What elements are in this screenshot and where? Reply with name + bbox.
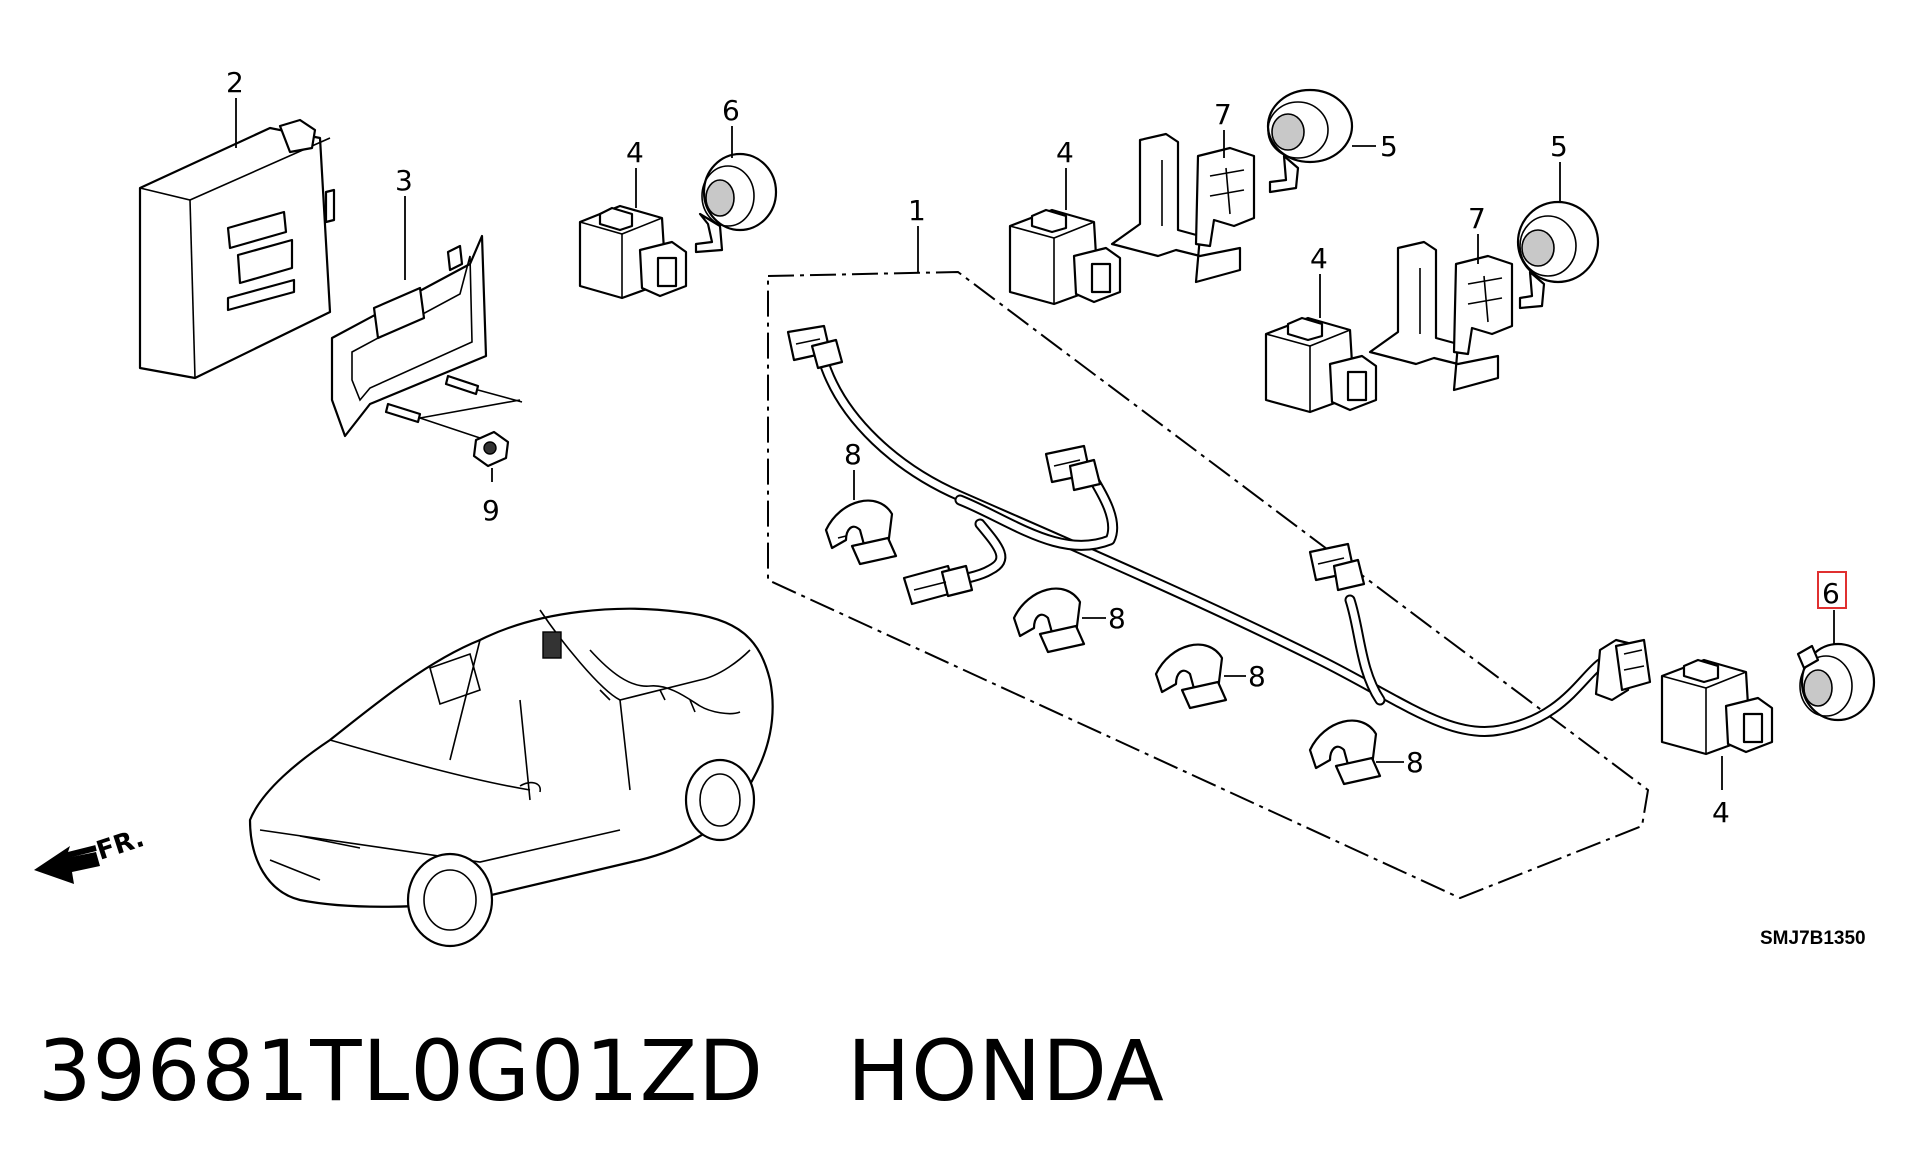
sensor-housing-middle-right[interactable] <box>1264 316 1378 414</box>
callout-3: 3 <box>395 164 413 197</box>
harness-clip-2[interactable] <box>1012 587 1086 654</box>
part-number: 39681TL0G01ZD <box>38 1022 764 1120</box>
sensor-retainer-upper[interactable] <box>1110 132 1256 284</box>
front-indicator-label: FR. <box>93 823 148 866</box>
sensor-housing-right[interactable] <box>1660 658 1774 756</box>
harness-clip-4[interactable] <box>1308 719 1382 786</box>
callout-2: 2 <box>226 66 244 99</box>
callout-1: 1 <box>908 194 926 227</box>
caption: 39681TL0G01ZD HONDA <box>38 1022 1165 1120</box>
callout-7-upper: 7 <box>1214 98 1232 131</box>
callout-4-upper-left: 4 <box>626 136 644 169</box>
callout-6-right: 6 <box>1822 577 1840 610</box>
callout-6-upper: 6 <box>722 94 740 127</box>
callout-7-middle: 7 <box>1468 202 1486 235</box>
control-unit[interactable] <box>138 118 336 380</box>
sensor-retainer-middle[interactable] <box>1368 240 1514 392</box>
parking-sensor-5-right[interactable] <box>1516 200 1600 310</box>
callout-8-b: 8 <box>1108 602 1126 635</box>
callout-8-c: 8 <box>1248 660 1266 693</box>
callout-8-d: 8 <box>1406 746 1424 779</box>
front-direction-arrow: FR. <box>34 823 148 884</box>
callout-4-middle-right: 4 <box>1310 242 1328 275</box>
sensor-housing-upper-middle[interactable] <box>1008 208 1122 306</box>
callout-9: 9 <box>482 494 500 527</box>
flange-nut[interactable] <box>472 430 510 468</box>
brand-name: HONDA <box>847 1022 1165 1120</box>
sensor-housing-upper-left[interactable] <box>578 204 688 300</box>
harness-clip-1[interactable] <box>824 499 898 566</box>
parking-sensor-5-upper[interactable] <box>1266 88 1354 194</box>
callout-6-highlight-box <box>1817 571 1847 609</box>
wire-harness[interactable] <box>767 270 1652 900</box>
callout-8-a: 8 <box>844 438 862 471</box>
diagram-code: SMJ7B1350 <box>1760 928 1866 949</box>
stud-bolts <box>384 374 523 441</box>
car-illustration <box>248 607 774 948</box>
mounting-bracket[interactable] <box>330 234 488 438</box>
harness-clip-3[interactable] <box>1154 643 1228 710</box>
callout-5-right: 5 <box>1550 130 1568 163</box>
parking-sensor-right[interactable] <box>1796 642 1876 722</box>
callout-4-upper-middle: 4 <box>1056 136 1074 169</box>
parking-sensor-upper[interactable] <box>694 152 778 254</box>
callout-4-right: 4 <box>1712 796 1730 829</box>
callout-5-upper: 5 <box>1380 130 1398 163</box>
